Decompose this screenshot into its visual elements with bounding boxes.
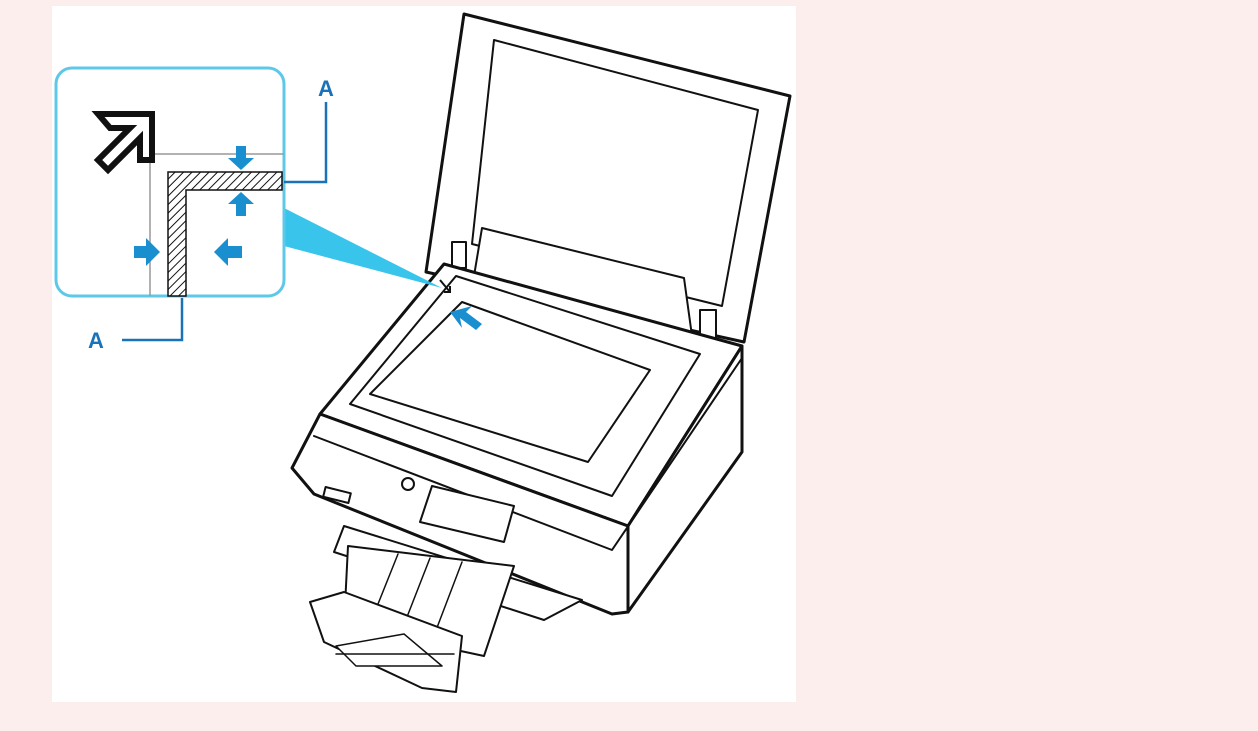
figure-panel: A A bbox=[52, 6, 796, 702]
callout-label-a-bottom: A bbox=[88, 328, 104, 353]
callout-label-a-top: A bbox=[318, 76, 334, 101]
printer-illustration bbox=[292, 14, 790, 692]
corner-detail-callout bbox=[56, 68, 284, 296]
callout-beam bbox=[284, 208, 442, 288]
